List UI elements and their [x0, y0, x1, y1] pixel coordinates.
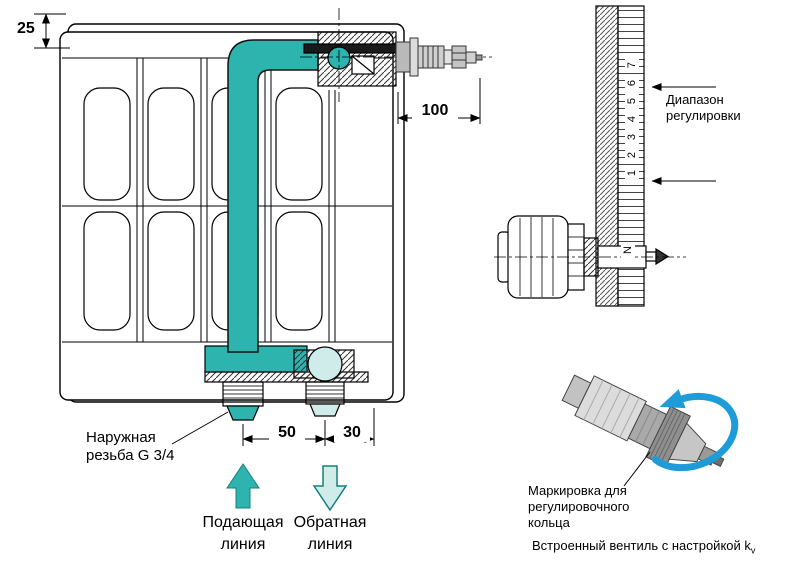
valve-spindle: [395, 37, 483, 77]
supply-pipe: [227, 39, 319, 353]
rotation-arrow-icon: [651, 389, 739, 472]
marking-label-line1: Маркировка для: [528, 483, 627, 498]
caption: Встроенный вентиль с настройкой kv: [532, 538, 756, 556]
valve-assembly: [303, 31, 399, 87]
scale-number-1: 1: [625, 165, 639, 181]
return-down-arrow-icon: [312, 465, 348, 512]
return-label-line2: линия: [307, 536, 353, 553]
scale-number-3: 3: [625, 129, 639, 145]
range-label-line2: регулировки: [666, 108, 741, 123]
scale-number-5: 5: [625, 93, 639, 109]
range-markers: [651, 83, 716, 185]
range-label-line1: Диапазон: [666, 92, 724, 107]
caption-subscript: v: [750, 545, 756, 556]
scale-number-6: 6: [625, 75, 639, 91]
return-label-line1: Обратная: [293, 514, 367, 531]
scale-marker-n: N: [621, 242, 635, 258]
dimension-100-value: 100: [412, 102, 458, 120]
valve-insert-illustration: [561, 374, 725, 468]
caption-text: Встроенный вентиль с настройкой k: [532, 538, 751, 553]
scale-number-4: 4: [625, 111, 639, 127]
scale-number-7: 7: [625, 57, 639, 73]
thread-label-line2: резьба G 3/4: [86, 447, 175, 464]
panel-seams: [136, 58, 336, 342]
dimension-25-value: 25: [14, 20, 38, 38]
marking-label-line2: регулировочного: [528, 499, 630, 514]
marking-label-line3: кольца: [528, 515, 570, 530]
supply-label-line1: Подающая: [202, 514, 284, 531]
supply-label-line2: линия: [220, 536, 266, 553]
thread-label-line1: Наружная: [86, 429, 156, 446]
dimension-30-value: 30: [334, 424, 370, 442]
scale-number-2: 2: [625, 147, 639, 163]
marking-leader-line: [623, 451, 651, 487]
dimension-25: [34, 13, 70, 49]
supply-up-arrow-icon: [226, 463, 260, 509]
thread-leader-line: [171, 411, 229, 445]
dimension-50-value: 50: [269, 424, 305, 442]
